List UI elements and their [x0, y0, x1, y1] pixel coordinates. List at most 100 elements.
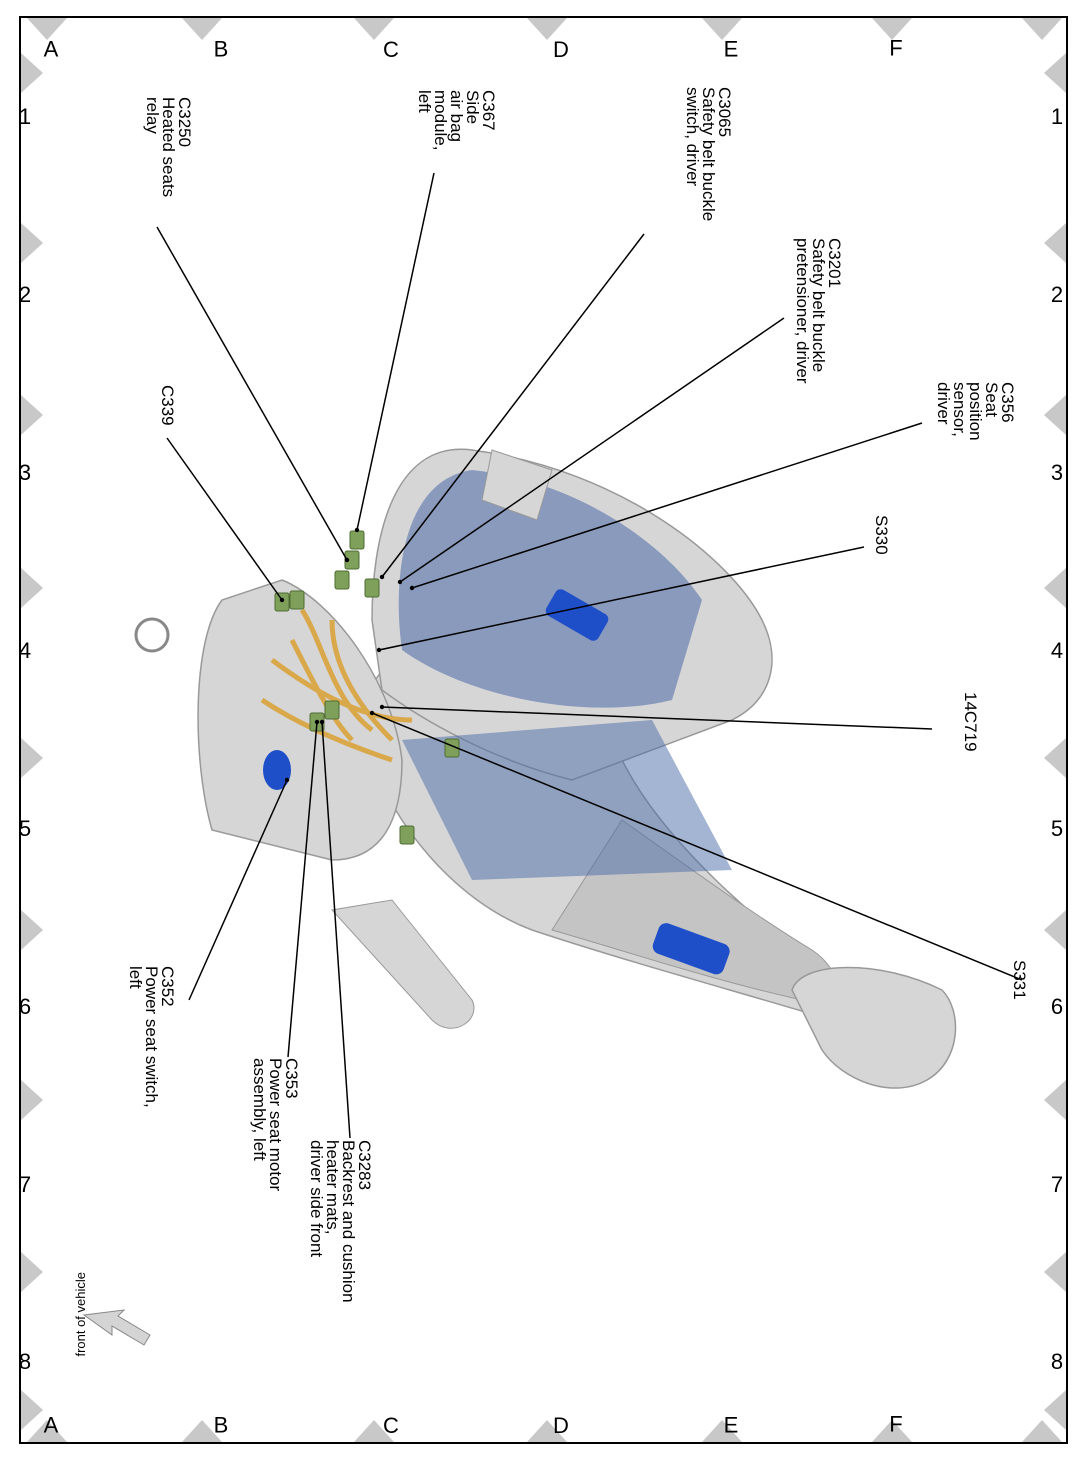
leader-arrowhead	[354, 527, 360, 533]
connector-block	[349, 530, 365, 550]
edge-marker-top	[1044, 738, 1066, 778]
grid-column-label: 8	[1050, 1349, 1064, 1375]
grid-row-label: B	[213, 36, 229, 62]
grid-column-label: 5	[18, 816, 32, 842]
callout-c352: C352 Power seat switch, left	[126, 966, 177, 1108]
grid-column-label: 2	[1050, 282, 1064, 308]
edge-marker-left	[872, 18, 912, 40]
front-arrow-icon	[82, 1309, 151, 1346]
callout-c3250: C3250 Heated seats relay	[143, 97, 194, 198]
grid-row-label: A	[43, 1412, 59, 1438]
edge-marker-bottom	[21, 53, 43, 93]
anchor-loop	[134, 617, 170, 653]
grid-row-label: C	[383, 36, 399, 62]
grid-column-label: 5	[1050, 816, 1064, 842]
edge-marker-top	[1044, 910, 1066, 950]
callout-c367: C367 Side air bag module, left	[415, 90, 498, 151]
leader-arrowhead	[379, 574, 385, 580]
callout-s331: S331	[1010, 960, 1029, 1000]
edge-marker-right	[872, 1420, 912, 1442]
edge-marker-top	[1044, 568, 1066, 608]
leader-line	[378, 546, 865, 651]
edge-marker-left	[27, 18, 67, 40]
leader-arrowhead	[279, 597, 285, 603]
edge-marker-right	[27, 1420, 67, 1442]
grid-row-label: D	[553, 1412, 569, 1438]
grid-row-label: C	[383, 1412, 399, 1438]
leader-line	[411, 422, 923, 589]
leader-arrowhead	[376, 647, 382, 653]
leader-arrowhead	[409, 585, 415, 591]
leader-arrowhead	[369, 710, 375, 716]
grid-column-label: 4	[18, 638, 32, 664]
grid-column-label: 7	[18, 1172, 32, 1198]
callout-s330: S330	[872, 515, 891, 555]
grid-column-label: 3	[1050, 460, 1064, 486]
sheet-border	[19, 16, 1068, 1444]
grid-row-label: E	[723, 1412, 739, 1438]
leader-line	[156, 226, 348, 561]
edge-marker-bottom	[21, 223, 43, 263]
edge-marker-top	[1044, 53, 1066, 93]
grid-column-label: 4	[1050, 638, 1064, 664]
grid-column-label: 7	[1050, 1172, 1064, 1198]
callout-c353: C353 Power seat motor assembly, left	[250, 1058, 301, 1192]
edge-marker-bottom	[21, 1080, 43, 1120]
edge-marker-right	[1022, 1420, 1062, 1442]
connector-block	[399, 825, 415, 845]
edge-marker-left	[354, 18, 394, 40]
callout-14c719: 14C719	[961, 692, 980, 752]
leader-line	[166, 437, 283, 601]
wiring-harness	[329, 619, 394, 742]
leader-arrowhead	[314, 719, 320, 725]
edge-marker-top	[1044, 1390, 1066, 1430]
grid-column-label: 1	[1050, 104, 1064, 130]
grid-row-label: D	[553, 36, 569, 62]
edge-marker-bottom	[21, 568, 43, 608]
grid-row-label: E	[723, 36, 739, 62]
leader-line	[321, 721, 351, 1139]
leader-line	[188, 779, 288, 1001]
edge-marker-right	[182, 1420, 222, 1442]
leader-arrowhead	[344, 557, 350, 563]
edge-marker-right	[702, 1420, 742, 1442]
connector-block	[364, 578, 380, 598]
leader-arrowhead	[319, 719, 325, 725]
grid-column-label: 3	[18, 460, 32, 486]
wiring-harness	[289, 638, 354, 742]
seat-front-edge	[791, 966, 957, 1089]
seat-track-rail	[481, 449, 553, 521]
edge-marker-top	[1044, 223, 1066, 263]
edge-marker-left	[702, 18, 742, 40]
seat-side-trim	[331, 899, 475, 1029]
connector-block	[289, 590, 305, 610]
edge-marker-right	[354, 1420, 394, 1442]
callout-c356: C356 Seat position sensor, driver	[934, 382, 1017, 441]
grid-row-label: B	[213, 1412, 229, 1438]
front-of-vehicle-label: front of vehicle	[73, 1272, 88, 1357]
leader-line	[356, 172, 435, 531]
grid-column-label: 6	[18, 994, 32, 1020]
edge-marker-top	[1044, 1080, 1066, 1120]
edge-marker-top	[1044, 395, 1066, 435]
grid-column-label: 8	[18, 1349, 32, 1375]
edge-marker-left	[527, 18, 567, 40]
edge-marker-bottom	[21, 1390, 43, 1430]
grid-column-label: 1	[18, 104, 32, 130]
callout-c3065: C3065 Safety belt buckle switch, driver	[683, 87, 734, 222]
callout-c3201: C3201 Safety belt buckle pretensioner, d…	[793, 238, 844, 384]
grid-column-label: 6	[1050, 994, 1064, 1020]
wiring-harness	[299, 608, 374, 732]
edge-marker-left	[182, 18, 222, 40]
connector-block	[324, 700, 340, 720]
seat-switch-knob	[652, 923, 730, 975]
leader-line	[371, 712, 1023, 981]
callout-c3283: C3283 Backrest and cushion heater mats, …	[307, 1140, 374, 1303]
grid-row-label: F	[889, 35, 903, 61]
edge-marker-bottom	[21, 738, 43, 778]
leader-arrowhead	[284, 777, 290, 783]
edge-marker-left	[1022, 18, 1062, 40]
callout-c339: C339	[158, 385, 177, 426]
